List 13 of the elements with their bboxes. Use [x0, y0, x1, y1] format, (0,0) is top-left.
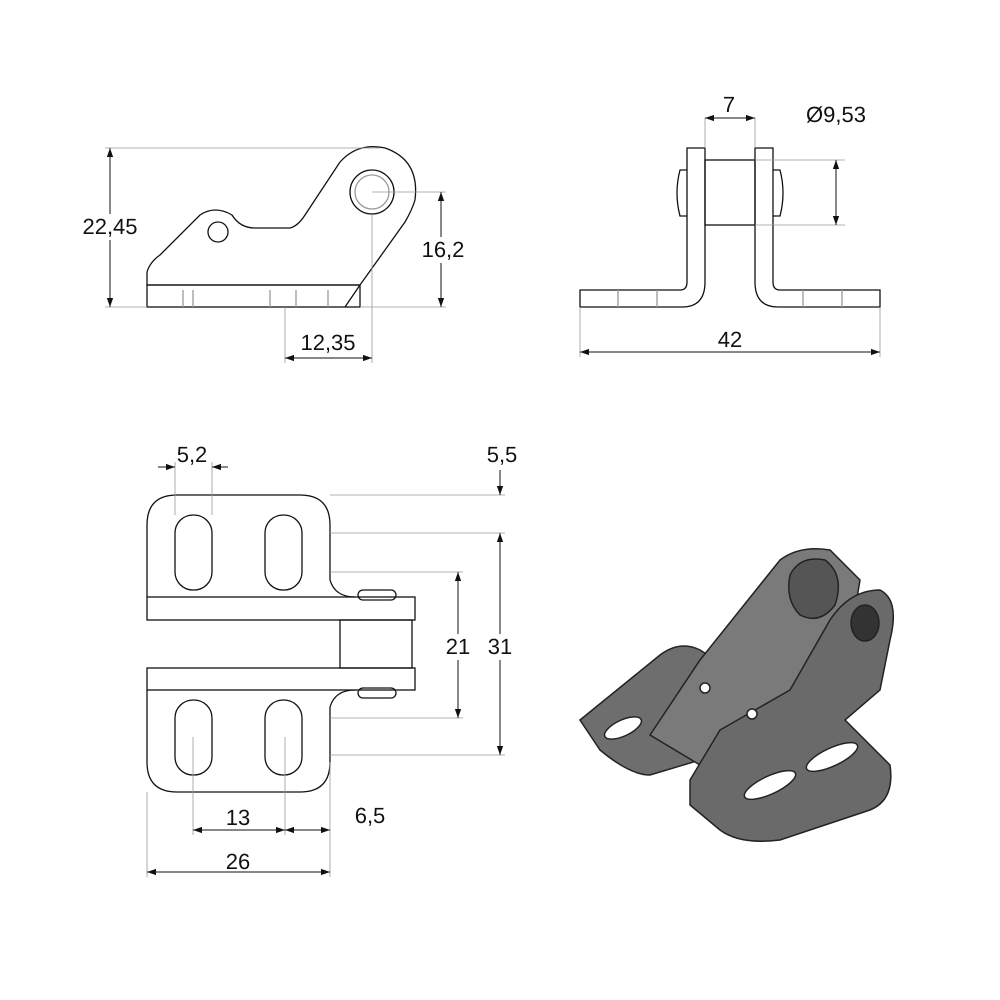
dimension-label: 5,5: [486, 442, 518, 468]
dimension-label: 16,2: [422, 237, 464, 263]
dimension-label: 42: [718, 327, 742, 353]
dimension-label: 22,45: [82, 214, 138, 240]
dimension-label: Ø9,53: [806, 102, 866, 128]
dimension-label: 7: [722, 92, 736, 118]
dimension-label: 6,5: [354, 803, 386, 829]
dimension-label: 13: [226, 805, 250, 831]
dimension-label: 31: [488, 634, 512, 660]
dimension-label: 21: [446, 634, 470, 660]
dimension-label: 5,2: [176, 442, 208, 468]
dimension-label: 26: [226, 849, 250, 875]
dimension-label: 12,35: [300, 330, 356, 356]
